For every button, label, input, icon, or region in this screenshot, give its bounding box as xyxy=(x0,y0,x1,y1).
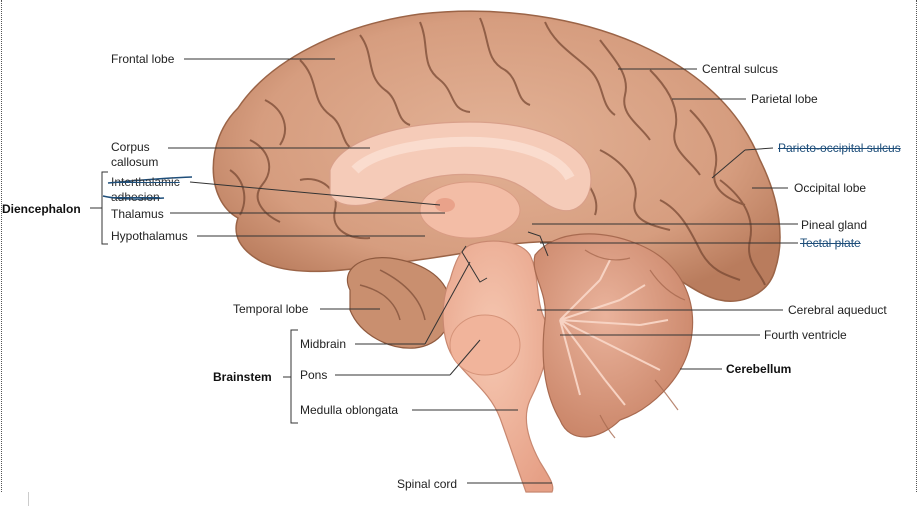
group-diencephalon: Diencephalon xyxy=(2,202,81,216)
label-frontal-lobe: Frontal lobe xyxy=(111,52,175,66)
label-interthalamic-line1: Interthalamic xyxy=(111,175,180,189)
group-brainstem: Brainstem xyxy=(213,370,272,384)
label-cerebral-aqueduct: Cerebral aqueduct xyxy=(788,303,887,317)
temporal-lobe-shape xyxy=(346,257,452,349)
arbor-vitae xyxy=(559,259,669,406)
thalamus-shape xyxy=(419,181,521,239)
label-parietal-lobe: Parietal lobe xyxy=(751,92,818,106)
leader-lines xyxy=(90,58,798,484)
label-interthalamic-line2: adhesion xyxy=(111,190,160,204)
label-pineal-gland: Pineal gland xyxy=(801,218,868,232)
handwritten-marks xyxy=(102,176,193,200)
label-fourth-ventricle: Fourth ventricle xyxy=(764,328,847,342)
label-central-sulcus: Central sulcus xyxy=(702,62,779,76)
label-corpus-callosum-line1: Corpus xyxy=(111,140,150,154)
label-parieto-occipital-sulcus: Parieto-occipital sulcus xyxy=(778,141,901,155)
label-tectal-plate: Tectal plate xyxy=(800,236,861,250)
frame-border-right xyxy=(916,0,917,492)
label-corpus-callosum-line2: callosum xyxy=(111,155,159,169)
label-temporal-lobe: Temporal lobe xyxy=(233,302,309,316)
label-occipital-lobe: Occipital lobe xyxy=(794,181,867,195)
label-thalamus: Thalamus xyxy=(111,207,164,221)
label-spinal-cord: Spinal cord xyxy=(397,477,458,491)
frame-divider xyxy=(28,492,29,506)
label-pons: Pons xyxy=(300,368,328,382)
frame-border-left xyxy=(1,0,2,492)
label-medulla: Medulla oblongata xyxy=(300,403,399,417)
label-midbrain: Midbrain xyxy=(300,337,347,351)
label-cerebellum: Cerebellum xyxy=(726,362,792,376)
label-hypothalamus: Hypothalamus xyxy=(111,229,188,243)
